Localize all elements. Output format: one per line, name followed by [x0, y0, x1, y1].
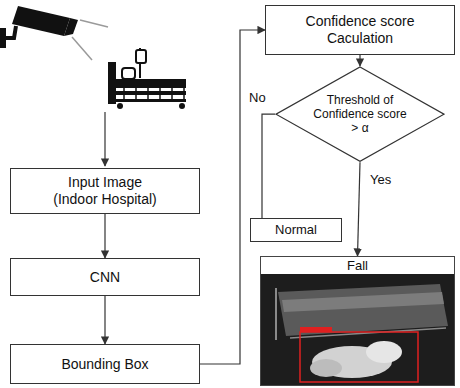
camera-plate	[0, 28, 6, 48]
edge-label: Yes	[368, 172, 393, 187]
node-label: Normal	[275, 222, 317, 238]
view-line	[72, 37, 92, 60]
process-box: Bounding Box	[10, 344, 200, 384]
camera-lens	[64, 18, 78, 36]
photo-bed	[278, 284, 448, 336]
edge-label: No	[247, 90, 268, 105]
bed-strut	[147, 88, 149, 100]
photo-ground	[261, 274, 454, 385]
node-label: Bounding Box	[61, 356, 148, 373]
node-label: Input Image (Indoor Hospital)	[48, 174, 163, 208]
diamond-shape	[276, 67, 444, 161]
camera-arm	[6, 26, 16, 38]
photo-person	[366, 341, 402, 363]
bed-rail	[116, 91, 186, 95]
detection-tag	[300, 327, 332, 332]
pillow	[122, 68, 135, 79]
view-line	[80, 20, 108, 27]
bed-wheel	[179, 103, 185, 109]
photo-person	[310, 359, 342, 377]
hospital-bed-icon	[108, 48, 186, 109]
photo-rail	[275, 288, 277, 340]
process-box: Input Image (Indoor Hospital)	[10, 168, 200, 214]
process-box: Confidence score Caculation	[265, 5, 455, 55]
detection-box	[300, 332, 418, 382]
bed-strut	[159, 88, 161, 100]
bed-strut	[123, 88, 125, 100]
connector	[359, 55, 360, 66]
connector	[104, 296, 105, 344]
bed-strut	[171, 88, 173, 100]
iv-bag	[136, 50, 146, 63]
connector	[358, 162, 361, 256]
frame-heading: Fall	[261, 257, 454, 274]
connector	[200, 30, 265, 364]
connector	[262, 114, 275, 218]
process-box: CNN	[10, 258, 200, 296]
bed-headboard	[108, 62, 116, 104]
node-label: Confidence score Caculation	[295, 13, 425, 47]
bed-wheel	[117, 103, 123, 109]
photo-mattress	[282, 292, 444, 312]
node-label: Threshold of Confidence score > α	[310, 93, 410, 136]
camera-icon	[0, 6, 108, 60]
photo-rail	[290, 328, 446, 338]
output-box: Normal	[250, 218, 342, 242]
connector	[104, 214, 105, 258]
input-arrow	[104, 112, 105, 166]
bed-base	[116, 99, 186, 102]
mattress	[116, 79, 186, 88]
camera-body	[12, 6, 70, 36]
fall-photo	[261, 274, 454, 385]
bed-strut	[183, 88, 185, 100]
node-label: CNN	[90, 269, 120, 286]
result-image-frame: Fall	[260, 256, 455, 386]
decision-diamond: Threshold of Confidence score > α	[275, 66, 445, 162]
bed-strut	[135, 88, 137, 100]
